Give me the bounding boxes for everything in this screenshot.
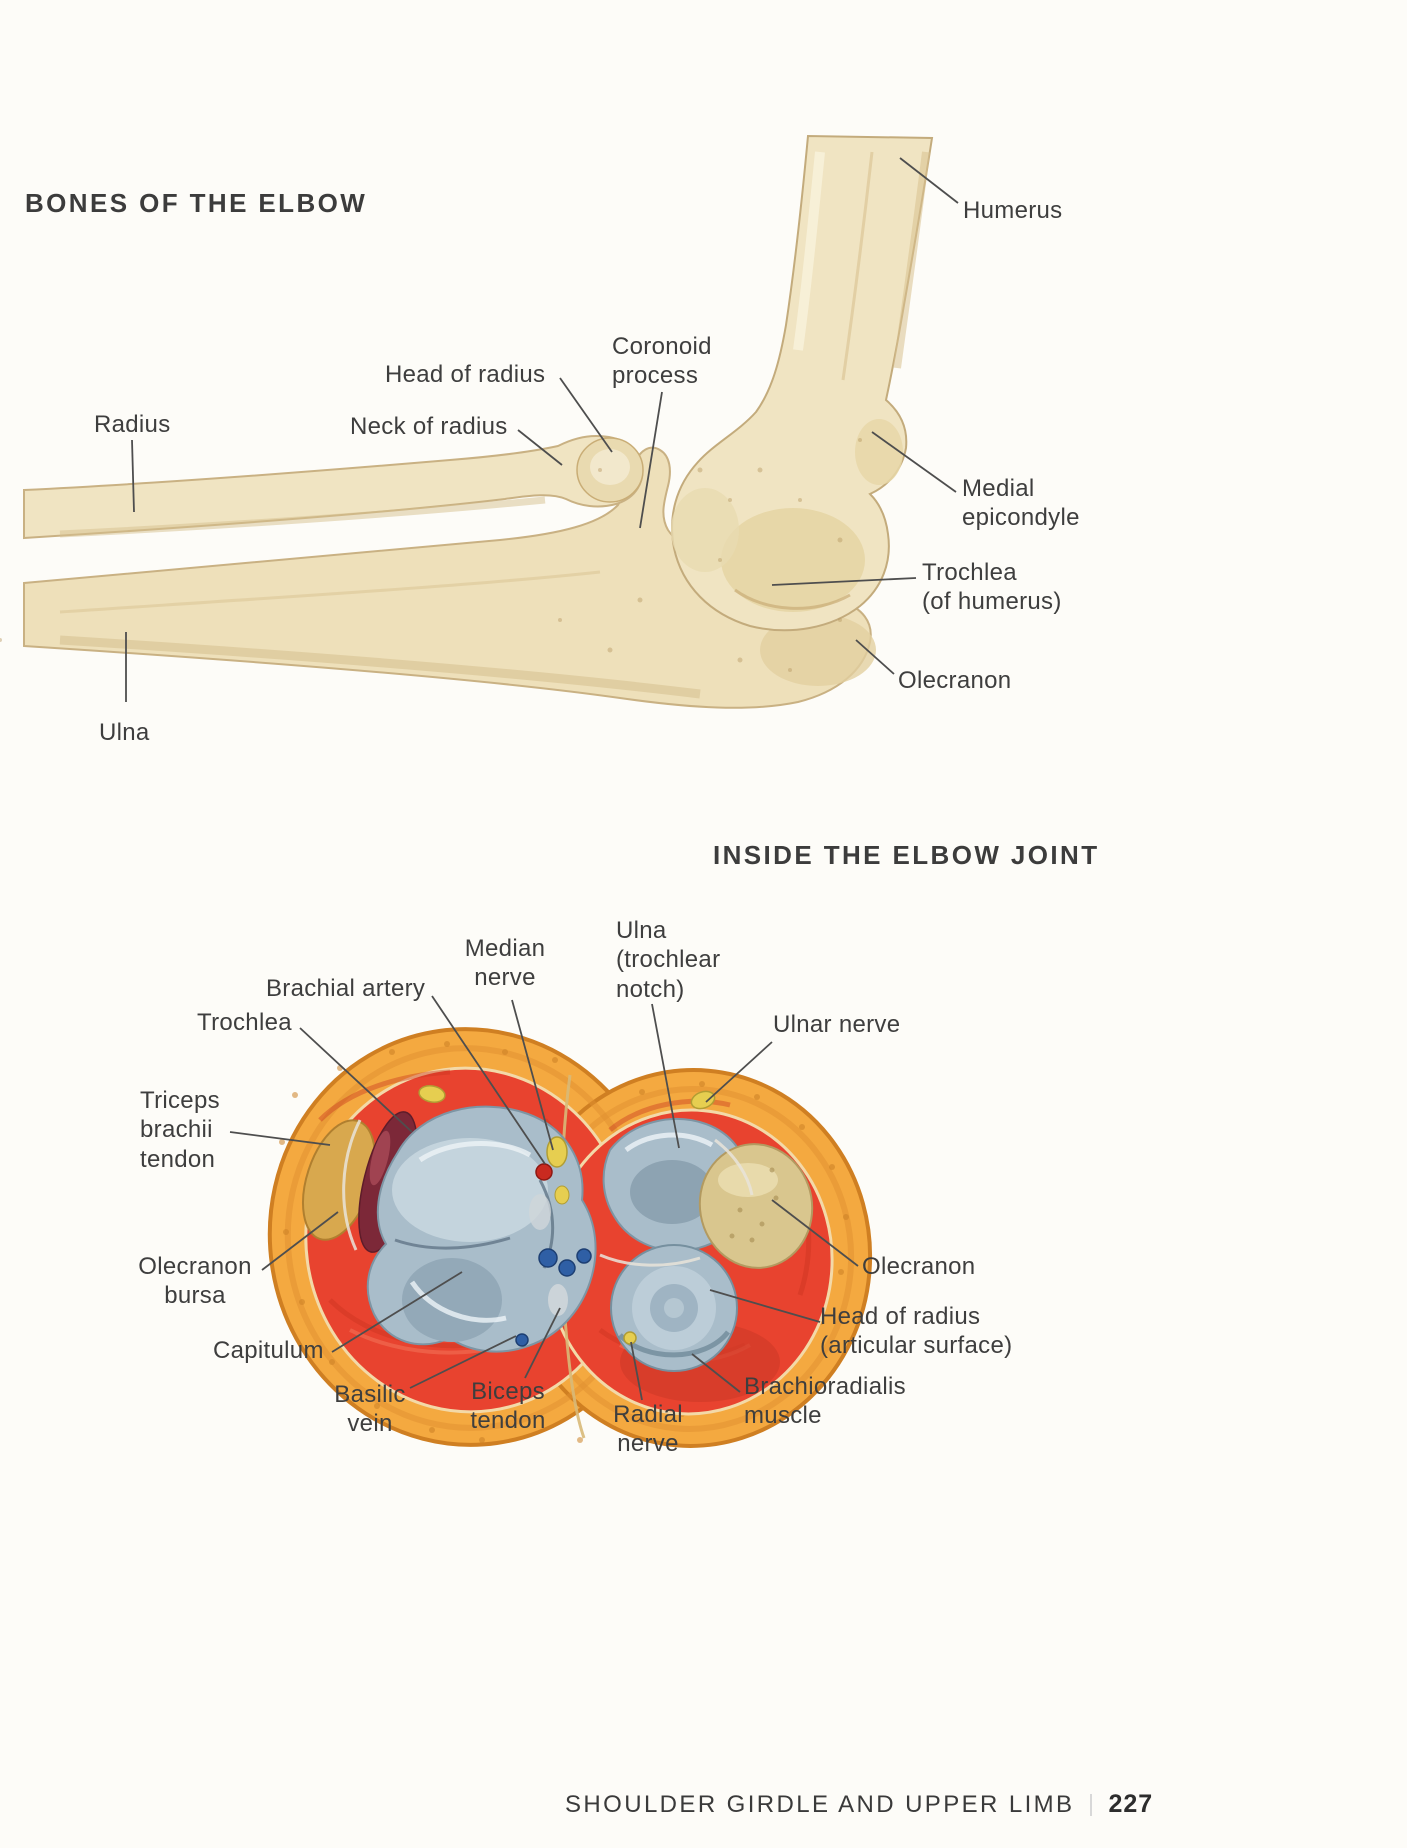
medial-epicondyle-shading (855, 419, 903, 485)
leader-head-of-radius-joint (709, 1289, 821, 1323)
ulna-ridge-highlight (59, 570, 601, 614)
label-ulna: Ulna (99, 719, 150, 746)
leader-olecranon-bursa (261, 1211, 339, 1271)
trochlea-knob (721, 508, 865, 612)
leader-median-nerve (511, 999, 554, 1151)
head-of-radius-center (664, 1298, 684, 1318)
leader-medial-epicondyle (871, 431, 957, 493)
bones-of-elbow-figure (0, 134, 959, 709)
joint-leader-lines (229, 995, 859, 1401)
biceps-tendon-section (548, 1284, 568, 1316)
olecranon-speckles (729, 1167, 779, 1243)
leader-olecranon (855, 639, 895, 675)
trochlea-crease (734, 588, 851, 610)
radial-collateral-nerve (418, 1085, 446, 1103)
page-footer: SHOULDER GIRDLE AND UPPER LIMB 227 (565, 1790, 1153, 1819)
leader-neck-of-radius (517, 429, 563, 466)
leader-capitulum (331, 1271, 463, 1353)
leader-olecranon-joint (771, 1199, 859, 1267)
label-humerus: Humerus (963, 197, 1063, 224)
label-basilic-vein: Basilic vein (334, 1381, 406, 1438)
label-coronoid-process: Coronoid process (612, 333, 712, 390)
trochlear-notch-concavity (630, 1160, 714, 1224)
fascia-lines (342, 1119, 754, 1267)
humerus-bone (671, 134, 934, 632)
radius-head-surface (590, 449, 630, 485)
ulna-lower-shadow (59, 635, 701, 699)
brachial-artery-section (535, 1163, 553, 1181)
page-number: 227 (1108, 1790, 1154, 1818)
label-olecranon-joint: Olecranon (862, 1253, 976, 1280)
bones-leader-lines (125, 157, 959, 702)
vein-1 (538, 1248, 558, 1268)
vein-2 (558, 1259, 576, 1277)
trochlea-highlight (392, 1138, 548, 1242)
ulnar-nerve-section (690, 1090, 716, 1110)
label-olecranon-bursa: Olecranon bursa (138, 1253, 252, 1310)
maroon-highlight (369, 1130, 391, 1186)
small-nerve (554, 1185, 570, 1205)
label-trochlea-joint: Trochlea (197, 1009, 292, 1036)
leader-brachioradialis (691, 1353, 741, 1393)
footer-divider (1090, 1793, 1093, 1816)
joint-section-title: INSIDE THE ELBOW JOINT (713, 840, 1100, 870)
leader-head-of-radius (559, 377, 613, 453)
elbow-joint-cross-section (229, 995, 873, 1448)
leader-ulna-notch (651, 1003, 680, 1149)
leader-biceps-tendon (524, 1307, 561, 1379)
label-head-of-radius-articular: Head of radius (articular surface) (820, 1303, 1013, 1360)
label-trochlea-of-humerus: Trochlea (of humerus) (922, 559, 1062, 616)
cartilage-shine (409, 1141, 532, 1323)
leader-coronoid (639, 391, 663, 529)
bone-speckles (0, 438, 862, 672)
label-radial-nerve: Radial nerve (613, 1401, 683, 1458)
radius-bone (23, 434, 644, 540)
label-triceps-brachii-tendon: Triceps brachii tendon (140, 1087, 220, 1173)
neurovascular-structures (418, 1085, 716, 1347)
label-median-nerve: Median nerve (464, 935, 546, 992)
leader-brachial-artery (431, 995, 546, 1165)
footer-title: SHOULDER GIRDLE AND UPPER LIMB (565, 1790, 1075, 1818)
label-neck-of-radius: Neck of radius (350, 413, 508, 440)
label-biceps-tendon: Biceps tendon (470, 1378, 546, 1435)
label-ulna-trochlear-notch: Ulna (trochlear notch) (616, 917, 721, 1003)
basilic-vein-section (515, 1333, 529, 1347)
label-radius: Radius (94, 411, 171, 438)
leader-trochlea (771, 577, 917, 586)
label-medial-epicondyle: Medial epicondyle (962, 475, 1080, 532)
notch-shine (624, 1132, 714, 1153)
bones-section-title: BONES OF THE ELBOW (25, 188, 368, 218)
humerus-shaft-highlight (793, 151, 825, 351)
leader-ulnar-nerve (705, 1041, 773, 1103)
label-head-of-radius: Head of radius (385, 361, 546, 388)
leader-basilic-vein (409, 1335, 517, 1389)
humerus-right-shadow (893, 151, 930, 369)
leader-radius (131, 439, 135, 513)
vein-3 (576, 1248, 592, 1264)
capitulum-shading (671, 488, 739, 572)
leader-humerus (899, 157, 959, 204)
radius-lower-shadow (59, 496, 546, 538)
leader-radial-nerve (630, 1341, 643, 1401)
humerus-shaft-ridge (841, 151, 874, 381)
label-ulnar-nerve: Ulnar nerve (773, 1011, 901, 1038)
olecranon-shading (760, 614, 876, 686)
label-brachial-artery: Brachial artery (266, 975, 426, 1002)
label-brachioradialis-muscle: Brachioradialis muscle (744, 1373, 906, 1430)
radial-nerve-section (623, 1331, 637, 1345)
leader-trochlea-joint (299, 1027, 413, 1133)
leader-triceps (229, 1131, 331, 1146)
fascia-blob (529, 1194, 551, 1230)
label-capitulum: Capitulum (213, 1337, 324, 1364)
label-olecranon: Olecranon (898, 667, 1012, 694)
